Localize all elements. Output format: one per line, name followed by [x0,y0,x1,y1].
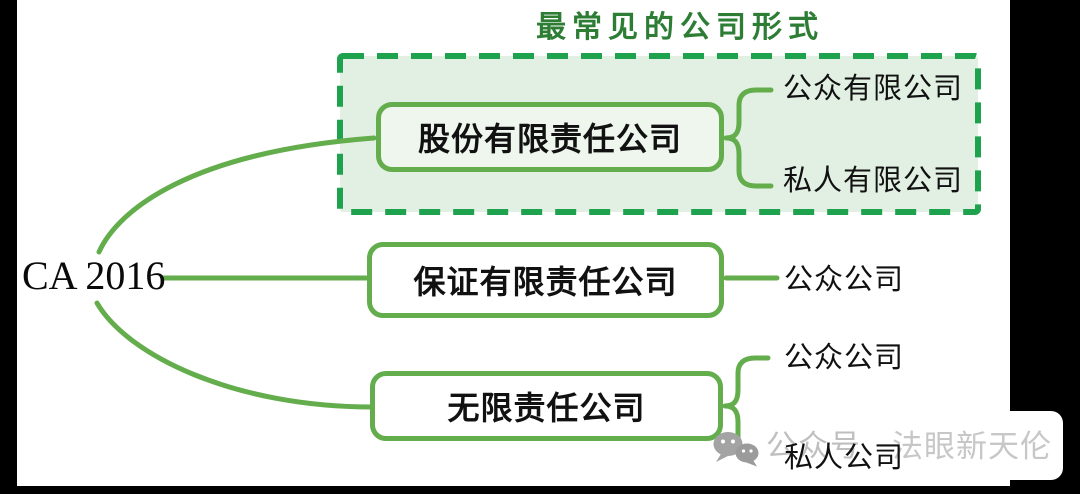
watermark-account-type: 公众号 [766,430,862,463]
branch-node-unlimited: 无限责任公司 [370,371,723,441]
watermark-account-name: 法眼新天伦 [892,429,1052,464]
branch-node-limited-by-guarantee: 保证有限责任公司 [367,242,724,318]
branch-node-label: 无限责任公司 [447,390,646,426]
branch-node-limited-by-shares: 股份有限责任公司 [376,102,724,172]
connector-curve-top [96,135,377,255]
leaf-label-public-limited: 公众有限公司 [783,73,964,105]
watermark-pill-background [992,411,1063,480]
branch-node-label: 股份有限责任公司 [417,121,682,157]
wechat-bubbles-icon [713,432,759,467]
group-box-title: 最常见的公司形式 [536,11,824,44]
leaf-label-public-guarantee: 公众公司 [784,264,905,296]
leaf-label-public-unlimited: 公众公司 [784,342,905,374]
letterbox-bar-bottom [0,486,1080,494]
leaf-label-private-limited: 私人有限公司 [783,165,964,197]
children-brace-branch1 [723,87,774,189]
leaf-label-private-unlimited: 私人公司 [784,442,905,474]
branch-node-label: 保证有限责任公司 [413,264,678,300]
root-node-label: CA 2016 [22,253,166,298]
letterbox-bar-left [0,0,17,494]
connector-curve-bottom [94,300,375,410]
